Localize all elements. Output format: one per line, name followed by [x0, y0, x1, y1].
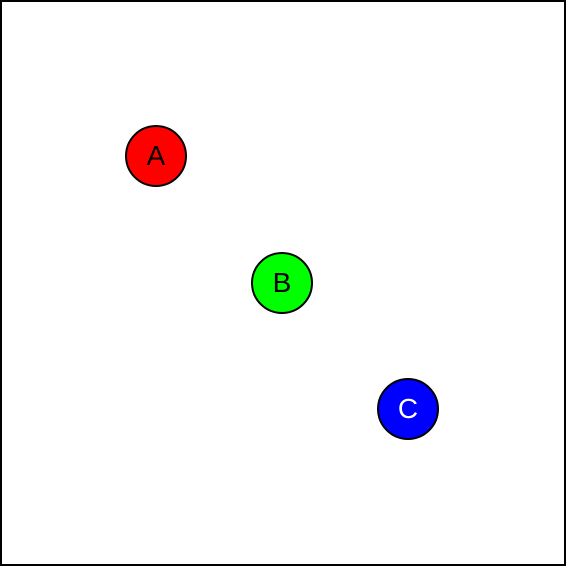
node-c-label: C [397, 393, 419, 424]
node-c: C [377, 378, 439, 440]
node-b-label: B [272, 267, 292, 298]
node-a: A [125, 125, 187, 187]
node-b: B [251, 252, 313, 314]
node-a-label: A [146, 140, 166, 171]
